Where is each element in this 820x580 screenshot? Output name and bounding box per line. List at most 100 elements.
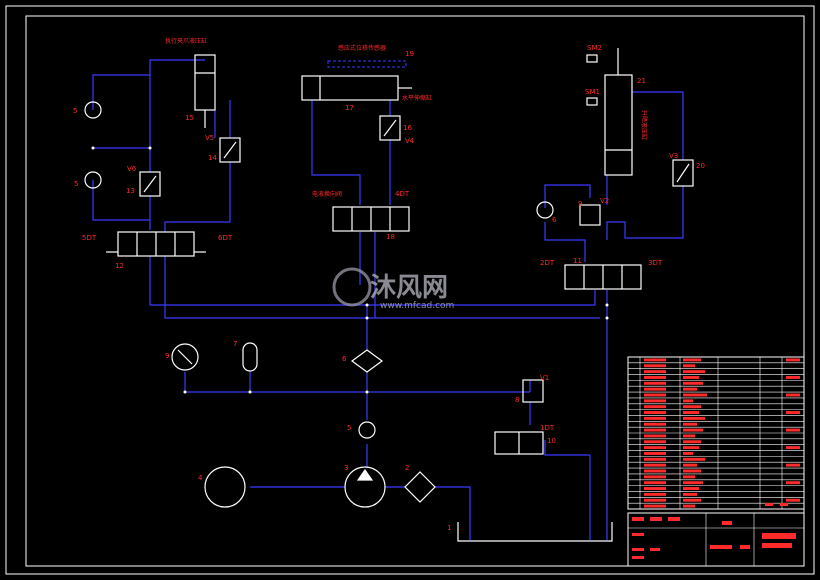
title-block [627,356,805,567]
label-n11: 11 [573,257,582,265]
parts-list-name-mark [644,364,666,368]
parts-list-spec-mark [683,463,697,467]
label-v2-sub: 9 [578,200,582,208]
left-circuit [84,54,241,257]
parts-list-spec-mark [683,487,699,490]
parts-list-note-mark [786,393,800,397]
parts-list-name-mark [644,411,666,414]
watermark-logo-icon [332,267,372,307]
parts-list-note-mark [786,428,800,432]
cylinder-17-icon [301,75,399,101]
label-3dt: 3DT [648,259,663,267]
valve-v2-icon [579,204,601,226]
accumulator-icon [242,342,258,372]
middle-circuit [171,75,544,508]
title-frame [627,512,805,567]
parts-list-spec-mark [683,452,693,455]
parts-list-spec-mark [683,370,705,374]
parts-list-name-mark [644,463,666,467]
label-n20: 20 [696,162,705,170]
parts-list-spec-mark [683,376,699,379]
parts-list-name-mark [644,504,666,508]
parts-list-name-mark [644,376,666,379]
parts-list-spec-mark [683,469,701,473]
label-pump-3: 3 [344,464,348,472]
parts-list-spec-mark [683,428,703,432]
throttle-valve-icon [219,137,241,163]
label-n12: 12 [115,262,124,270]
parts-list-spec-mark [683,399,693,403]
parts-list-spec-mark [683,416,705,420]
label-pump-5-top: 5 [73,107,77,115]
parts-list-name-mark [644,422,666,426]
label-n17: 17 [345,104,354,112]
right-circuit [536,48,694,290]
label-gauge-9: 9 [165,352,169,360]
sensor-sm2-icon [586,54,598,63]
parts-list-spec-mark [683,475,695,479]
parts-list-name-mark [644,416,666,420]
sensor-19-icon [327,60,407,68]
label-n16: 16 [403,124,412,132]
parts-list-note-mark [786,358,800,362]
label-motor-4: 4 [198,474,203,482]
cylinder-21-icon [604,74,633,176]
parts-list-name-mark [644,469,666,473]
label-v6: V6 [127,165,137,173]
parts-list-spec-mark [683,457,705,461]
label-pump-5-mid: 5 [74,180,78,188]
label-sm1: SM1 [585,88,600,96]
parts-list-name-mark [644,492,666,496]
label-v5: V5 [205,134,214,142]
outer-border [5,5,815,575]
parts-list-name-mark [644,405,666,409]
parts-list-spec-mark [683,393,707,397]
parts-list-name-mark [644,475,666,479]
label-6dt: 6DT [218,234,233,242]
label-pump-6: 6 [552,216,557,224]
hydraulic-motor-icon [84,101,102,119]
parts-list-name-mark [644,393,666,397]
parts-list-spec-mark [683,446,699,450]
parts-list-spec-mark [683,498,701,502]
label-n21: 21 [637,77,646,85]
junction-dots [91,146,609,394]
filter-icon [350,349,384,373]
parts-list-spec-mark [683,387,697,391]
parts-list-spec-mark [683,440,701,444]
filter-icon [404,471,436,503]
label-tank-1: 1 [447,524,451,532]
label-n13: 13 [126,187,135,195]
parts-list-spec-mark [683,422,697,426]
tank-1 [457,522,613,542]
parts-list-name-mark [644,457,666,461]
parts-list-note-mark [786,481,800,485]
hydraulic-motor-icon [84,171,102,189]
parts-list-name-mark [644,446,666,450]
parts-list-name-mark [644,481,666,485]
parts-list-name-mark [644,370,666,374]
parts-list-name-mark [644,434,666,438]
label-check-5: 5 [347,424,351,432]
label-v2: V2 [600,197,609,205]
label-v4: V4 [405,137,415,145]
parts-list-name-mark [644,440,666,444]
parts-list-note-mark [786,498,800,502]
parts-list-name-mark [644,452,666,455]
label-n10: 10 [547,437,556,445]
label-filter-2: 2 [405,464,409,472]
parts-list-name-mark [644,387,666,391]
label-sm2: SM2 [587,44,602,52]
pressure-gauge-icon [171,343,199,371]
watermark: 沐风网 www.mfcad.com [332,267,454,311]
inner-border [25,15,805,567]
parts-list-spec-mark [683,358,701,362]
parts-list-spec-mark [683,434,695,438]
label-cylinder-15: 执行夹爪液压缸 [165,37,207,45]
relief-valve-icon [522,379,544,403]
label-n14: 14 [208,154,217,162]
motor-icon [204,466,246,508]
parts-list-note-mark [786,411,800,414]
parts-list-name-mark [644,498,666,502]
